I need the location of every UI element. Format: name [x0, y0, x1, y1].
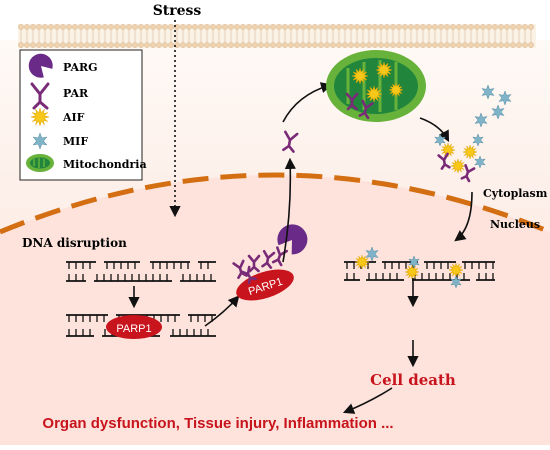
legend-label-mif: MIF [63, 135, 88, 148]
par-icon [460, 164, 476, 183]
mitochondria-icon [26, 154, 54, 172]
par-icon [358, 99, 374, 120]
par-icon [30, 82, 50, 110]
cell-membrane [18, 24, 536, 48]
par-icon [282, 130, 299, 153]
mif-icon [474, 112, 488, 128]
aif-icon [365, 85, 383, 103]
dna-strand-damaged [66, 261, 216, 282]
mitochondrion [326, 50, 426, 122]
legend: PARG PAR AIF MIF Mitochondria [19, 49, 147, 181]
mif-icon [491, 104, 505, 120]
par-to-mitochondria-arrow [282, 82, 333, 123]
cytoplasm-label: Cytoplasm [483, 187, 548, 200]
nuclear-envelope [0, 172, 550, 235]
par-icon [437, 152, 451, 170]
outcome-label: Organ dysfunction, Tissue injury, Inflam… [42, 415, 393, 432]
mif-icon [434, 133, 446, 147]
mif-icon [408, 255, 420, 269]
aif-icon [440, 142, 456, 158]
aif-icon [30, 107, 50, 127]
cell-death-label: Cell death [370, 371, 456, 389]
par-icon [271, 246, 289, 267]
free-mif [474, 84, 512, 128]
mif-icon [498, 90, 512, 106]
par-icon [232, 259, 248, 280]
par-icon [240, 265, 257, 285]
aif-icon [404, 264, 420, 280]
legend-label-parg: PARG [63, 61, 98, 74]
nucleus-region [0, 175, 550, 445]
aif-icon [354, 254, 370, 270]
par-on-mitochondria [345, 92, 374, 120]
legend-label-mitochondria: Mitochondria [63, 158, 147, 171]
aif-mif-complex-nucleus [354, 246, 464, 289]
aif-icon [388, 82, 404, 98]
par-release-arrow [282, 157, 296, 263]
mif-icon [32, 132, 48, 150]
dna-disruption-label: DNA disruption [22, 236, 127, 250]
par-chains-on-parp1 [232, 246, 289, 285]
translocation-arrow [454, 191, 473, 242]
aif-release-arrow [419, 117, 450, 142]
mif-icon [481, 84, 495, 100]
legend-label-par: PAR [63, 87, 89, 100]
par-icon [261, 249, 276, 269]
parg-icon [28, 53, 53, 78]
outcome-arrow [342, 387, 393, 414]
mif-icon [472, 133, 484, 147]
aif-in-mitochondria [351, 61, 404, 103]
aif-icon [351, 67, 369, 85]
dna-strand-fragmented [344, 261, 495, 281]
mif-icon [474, 155, 486, 169]
mif-icon [365, 246, 379, 262]
mif-icon [450, 275, 462, 289]
parp-activation-arrow [204, 295, 240, 327]
parg-icon [277, 224, 308, 255]
stress-label: Stress [153, 3, 202, 19]
free-par [282, 130, 299, 153]
parp1-bound: PARP1 [106, 315, 162, 339]
nucleus-label: Nucleus [490, 218, 540, 231]
legend-label-aif: AIF [62, 111, 85, 124]
aif-icon [462, 144, 478, 160]
aif-icon [375, 61, 393, 79]
par-icon [345, 92, 359, 111]
aif-icon [450, 158, 466, 174]
par-icon [247, 254, 261, 273]
parp1-label-bound: PARP1 [116, 323, 151, 335]
aif-mif-complex-cytoplasm [434, 133, 486, 183]
